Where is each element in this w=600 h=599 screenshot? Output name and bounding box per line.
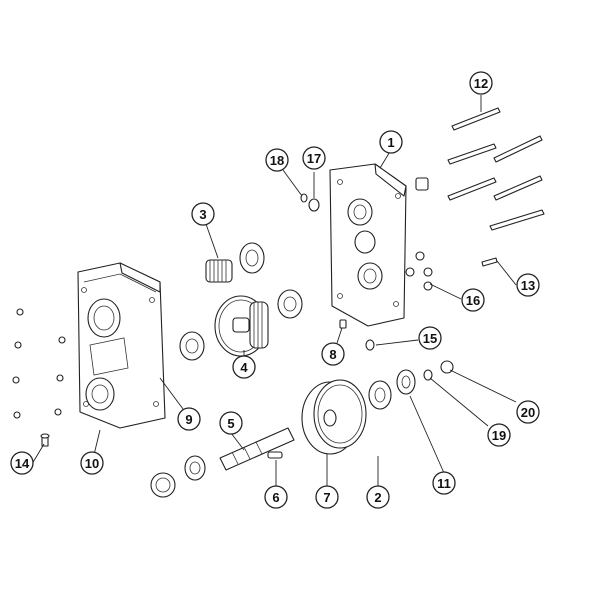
callout-20: 20 xyxy=(516,400,540,424)
callout-number: 18 xyxy=(270,153,284,168)
callout-circle xyxy=(516,273,540,297)
part-4-gear xyxy=(179,289,303,361)
callout-3: 3 xyxy=(191,202,215,226)
callout-10: 10 xyxy=(80,451,104,475)
callout-number: 13 xyxy=(521,278,535,293)
callout-circle xyxy=(191,202,215,226)
callout-circle xyxy=(10,451,34,475)
callout-circle xyxy=(232,355,256,379)
part-10-left-housing xyxy=(77,262,166,429)
part-16-nuts xyxy=(405,177,433,291)
callout-9: 9 xyxy=(177,407,201,431)
part-20-nut xyxy=(440,360,454,374)
callout-number: 16 xyxy=(466,293,480,308)
part-15-plug xyxy=(365,339,375,351)
leader-lines xyxy=(31,95,517,499)
part-8-pin xyxy=(339,319,347,329)
part-13-bolt xyxy=(481,257,498,267)
part-7-large-gear xyxy=(301,379,367,455)
part-6-key xyxy=(267,451,283,459)
callout-number: 1 xyxy=(387,135,394,150)
part-14-nuts xyxy=(12,308,66,447)
callout-number: 19 xyxy=(492,428,506,443)
callout-16: 16 xyxy=(461,288,485,312)
callout-number: 9 xyxy=(185,412,192,427)
callout-number: 12 xyxy=(474,76,488,91)
callout-number: 6 xyxy=(272,490,279,505)
callout-number: 3 xyxy=(199,207,206,222)
callout-number: 4 xyxy=(240,360,248,375)
part-12-bolts xyxy=(447,107,545,231)
part-5-shaft xyxy=(150,427,295,498)
callout-circle xyxy=(80,451,104,475)
callout-circle xyxy=(432,471,456,495)
callout-circle xyxy=(461,288,485,312)
callout-number: 10 xyxy=(85,456,99,471)
callout-circle xyxy=(366,485,390,509)
callout-circle xyxy=(469,71,493,95)
callout-number: 15 xyxy=(423,331,437,346)
callout-circle xyxy=(302,146,326,170)
callout-number: 20 xyxy=(521,405,535,420)
callout-4: 4 xyxy=(232,355,256,379)
callout-19: 19 xyxy=(487,423,511,447)
callout-8: 8 xyxy=(321,342,345,366)
part-19-washer xyxy=(423,369,433,381)
callout-1: 1 xyxy=(379,130,403,154)
callout-number: 5 xyxy=(227,416,234,431)
callout-circle xyxy=(177,407,201,431)
part-17-plug xyxy=(308,198,320,212)
callout-circle xyxy=(321,342,345,366)
callout-number: 14 xyxy=(15,456,30,471)
callout-12: 12 xyxy=(469,71,493,95)
callout-number: 11 xyxy=(437,476,451,491)
callout-circle xyxy=(516,400,540,424)
callout-number: 7 xyxy=(323,490,330,505)
part-1-right-housing xyxy=(329,163,407,327)
part-11-seal xyxy=(396,369,416,395)
callout-number: 17 xyxy=(307,151,321,166)
callout-circle xyxy=(379,130,403,154)
callout-circle xyxy=(487,423,511,447)
callout-number: 2 xyxy=(374,490,381,505)
part-3-pinion xyxy=(205,242,265,283)
callout-5: 5 xyxy=(219,411,243,435)
callout-6: 6 xyxy=(264,485,288,509)
callout-circle xyxy=(219,411,243,435)
callout-circle xyxy=(265,148,289,172)
callout-13: 13 xyxy=(516,273,540,297)
callout-17: 17 xyxy=(302,146,326,170)
callout-7: 7 xyxy=(315,485,339,509)
part-18-fitting xyxy=(300,193,308,203)
part-2-bearing xyxy=(368,380,392,410)
callout-11: 11 xyxy=(432,471,456,495)
callout-circle xyxy=(264,485,288,509)
callout-14: 14 xyxy=(10,451,34,475)
callout-circle xyxy=(315,485,339,509)
callout-circle xyxy=(418,326,442,350)
callout-number: 8 xyxy=(329,347,336,362)
callout-15: 15 xyxy=(418,326,442,350)
callout-2: 2 xyxy=(366,485,390,509)
callout-18: 18 xyxy=(265,148,289,172)
